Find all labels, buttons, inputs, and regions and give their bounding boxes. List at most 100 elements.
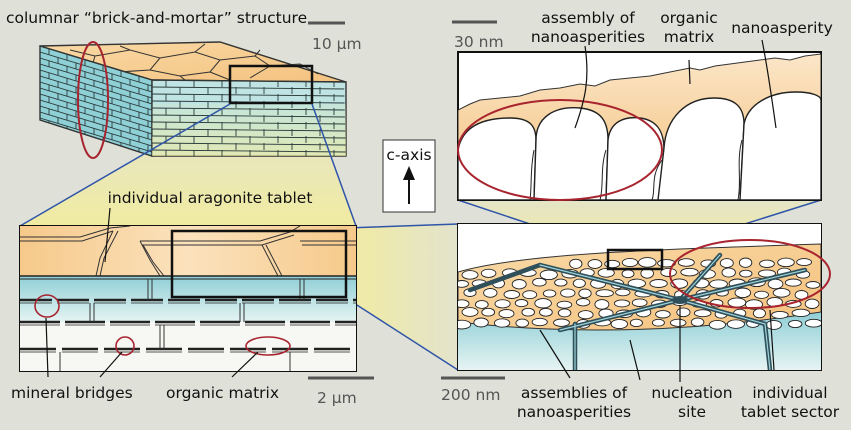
label-sector-line2: tablet sector: [741, 403, 840, 421]
tablet-surface-panel: [457, 223, 831, 371]
nanoasperity-grain: [595, 289, 614, 298]
nanoasperity-grain: [708, 319, 726, 330]
brick-row-line: [152, 149, 346, 153]
nanoasperity-grain: [572, 278, 586, 288]
nanoasperity-grain: [473, 317, 489, 328]
brick-row-line: [152, 93, 346, 97]
nanoasperity-grain: [727, 297, 747, 308]
block-zoom-box: [228, 64, 314, 105]
brick-row-line: [40, 46, 152, 81]
nanoasperity-grain: [788, 319, 803, 329]
leader-lines: [45, 39, 777, 382]
label-nucleation-line1: nucleation: [651, 384, 732, 402]
nanoasperity-grain: [804, 298, 820, 309]
mineral-bridge-highlight-2: [115, 336, 135, 356]
nanoasperity-grain: [569, 258, 583, 269]
brick-row-line: [152, 86, 346, 90]
nanoasperity-grain: [610, 318, 628, 330]
label-c-axis: c-axis: [386, 146, 431, 164]
nanoasperity-grain: [784, 278, 802, 287]
c-axis-indicator: [382, 139, 436, 213]
brick-and-mortar-block: [39, 41, 347, 159]
nucleation-site-marker: [672, 296, 688, 304]
nanoasperity-grain: [631, 298, 648, 307]
nanoasperity-grain: [791, 308, 811, 318]
brick-row-line: [40, 69, 152, 105]
nanoasperity-grain: [556, 300, 573, 309]
brick-row-line: [152, 114, 346, 118]
nanoasperity-grain: [738, 257, 753, 268]
nanoasperity-grain: [777, 257, 795, 268]
nanoasperity-grain: [511, 279, 527, 290]
nanoasperity-grain: [539, 307, 553, 317]
nanoasperity-grain: [577, 310, 594, 320]
zoom-beam-section-to-right: [346, 224, 458, 370]
nanoasperity-grain: [481, 307, 496, 317]
nanoasperity-grain: [752, 308, 766, 319]
nanoasperity-grain: [739, 269, 753, 278]
nanoasperity-grain: [613, 299, 631, 308]
nanoasperity-grain: [709, 279, 728, 289]
brick-row-line: [40, 75, 152, 111]
nanoasperity-grain: [597, 267, 615, 278]
nanoasperity-grain: [575, 298, 591, 307]
nanoasperity-grain: [772, 287, 791, 298]
label-sector-line1: individual: [752, 384, 827, 402]
nanoasperity-grain: [765, 319, 782, 330]
brick-row-line: [40, 93, 152, 129]
nanoasperity-panel: [457, 51, 822, 201]
nanoasperity-grain: [587, 259, 603, 269]
label-organic-matrix-section: organic matrix: [166, 384, 279, 402]
nanoasperity-grain: [458, 280, 469, 288]
scale-bar-block-label: 10 µm: [312, 35, 362, 53]
surface-zoom-box: [606, 248, 664, 271]
nanoasperity-grains: [458, 91, 821, 200]
nanoasperity-grain: [759, 259, 775, 268]
nanoasperity-grain: [521, 307, 535, 317]
label-organic-matrix-top-line1: organic: [660, 9, 718, 27]
nanoasperity-grain: [494, 299, 511, 309]
brick-row-line: [152, 121, 346, 125]
label-nucleation-line2: site: [678, 403, 706, 421]
label-assembly-line2: nanoasperities: [531, 28, 645, 46]
nanoasperity-grain: [621, 257, 639, 268]
scale-bar-top-right-label: 30 nm: [454, 33, 504, 51]
nanoasperity-grain: [693, 309, 712, 318]
nanoasperity-grain: [805, 281, 821, 289]
nanoasperity-grain: [522, 290, 538, 300]
label-assemblies-line1: assemblies of: [521, 384, 628, 402]
nanoasperity-grain: [514, 299, 529, 308]
brick-row-line: [40, 87, 152, 123]
scale-bar-bottom-right-label: 200 nm: [441, 386, 500, 404]
nanoasperity-grain: [531, 317, 548, 327]
brick-row-line: [40, 117, 152, 153]
nanoasperity-grain: [638, 257, 657, 268]
label-individual-aragonite-tablet: individual aragonite tablet: [108, 189, 313, 207]
nanoasperity-grain: [677, 258, 695, 267]
nanoasperity-grain: [655, 310, 671, 319]
nanoasperity-grain: [554, 278, 568, 287]
tablet-sector-highlight: [669, 239, 831, 309]
nanoasperity-grain: [615, 288, 631, 297]
nanoasperity-grain: [734, 287, 752, 299]
nanoasperity-grain: [474, 300, 489, 309]
nanoasperity-grain: [461, 270, 479, 280]
nanoasperity-grain: [719, 258, 734, 269]
organic-matrix-highlight: [245, 336, 291, 356]
nanoasperity-grain: [553, 318, 570, 327]
brick-row-line: [40, 99, 152, 135]
nanoasperity-grain: [542, 289, 557, 298]
nanoasperity-grain: [651, 318, 665, 327]
nanoasperity-grain: [726, 319, 745, 329]
nanoasperity-grain: [534, 298, 552, 309]
nanoasperity-grain: [498, 309, 515, 319]
assembly-highlight: [457, 99, 663, 201]
brick-row-line: [40, 81, 152, 117]
nanoasperity-grain: [458, 319, 472, 330]
nanoasperity-grain: [676, 307, 691, 318]
tablet-section-panel: [19, 225, 357, 372]
brick-row-line: [40, 63, 152, 99]
nanoasperity-grain: [594, 299, 610, 310]
